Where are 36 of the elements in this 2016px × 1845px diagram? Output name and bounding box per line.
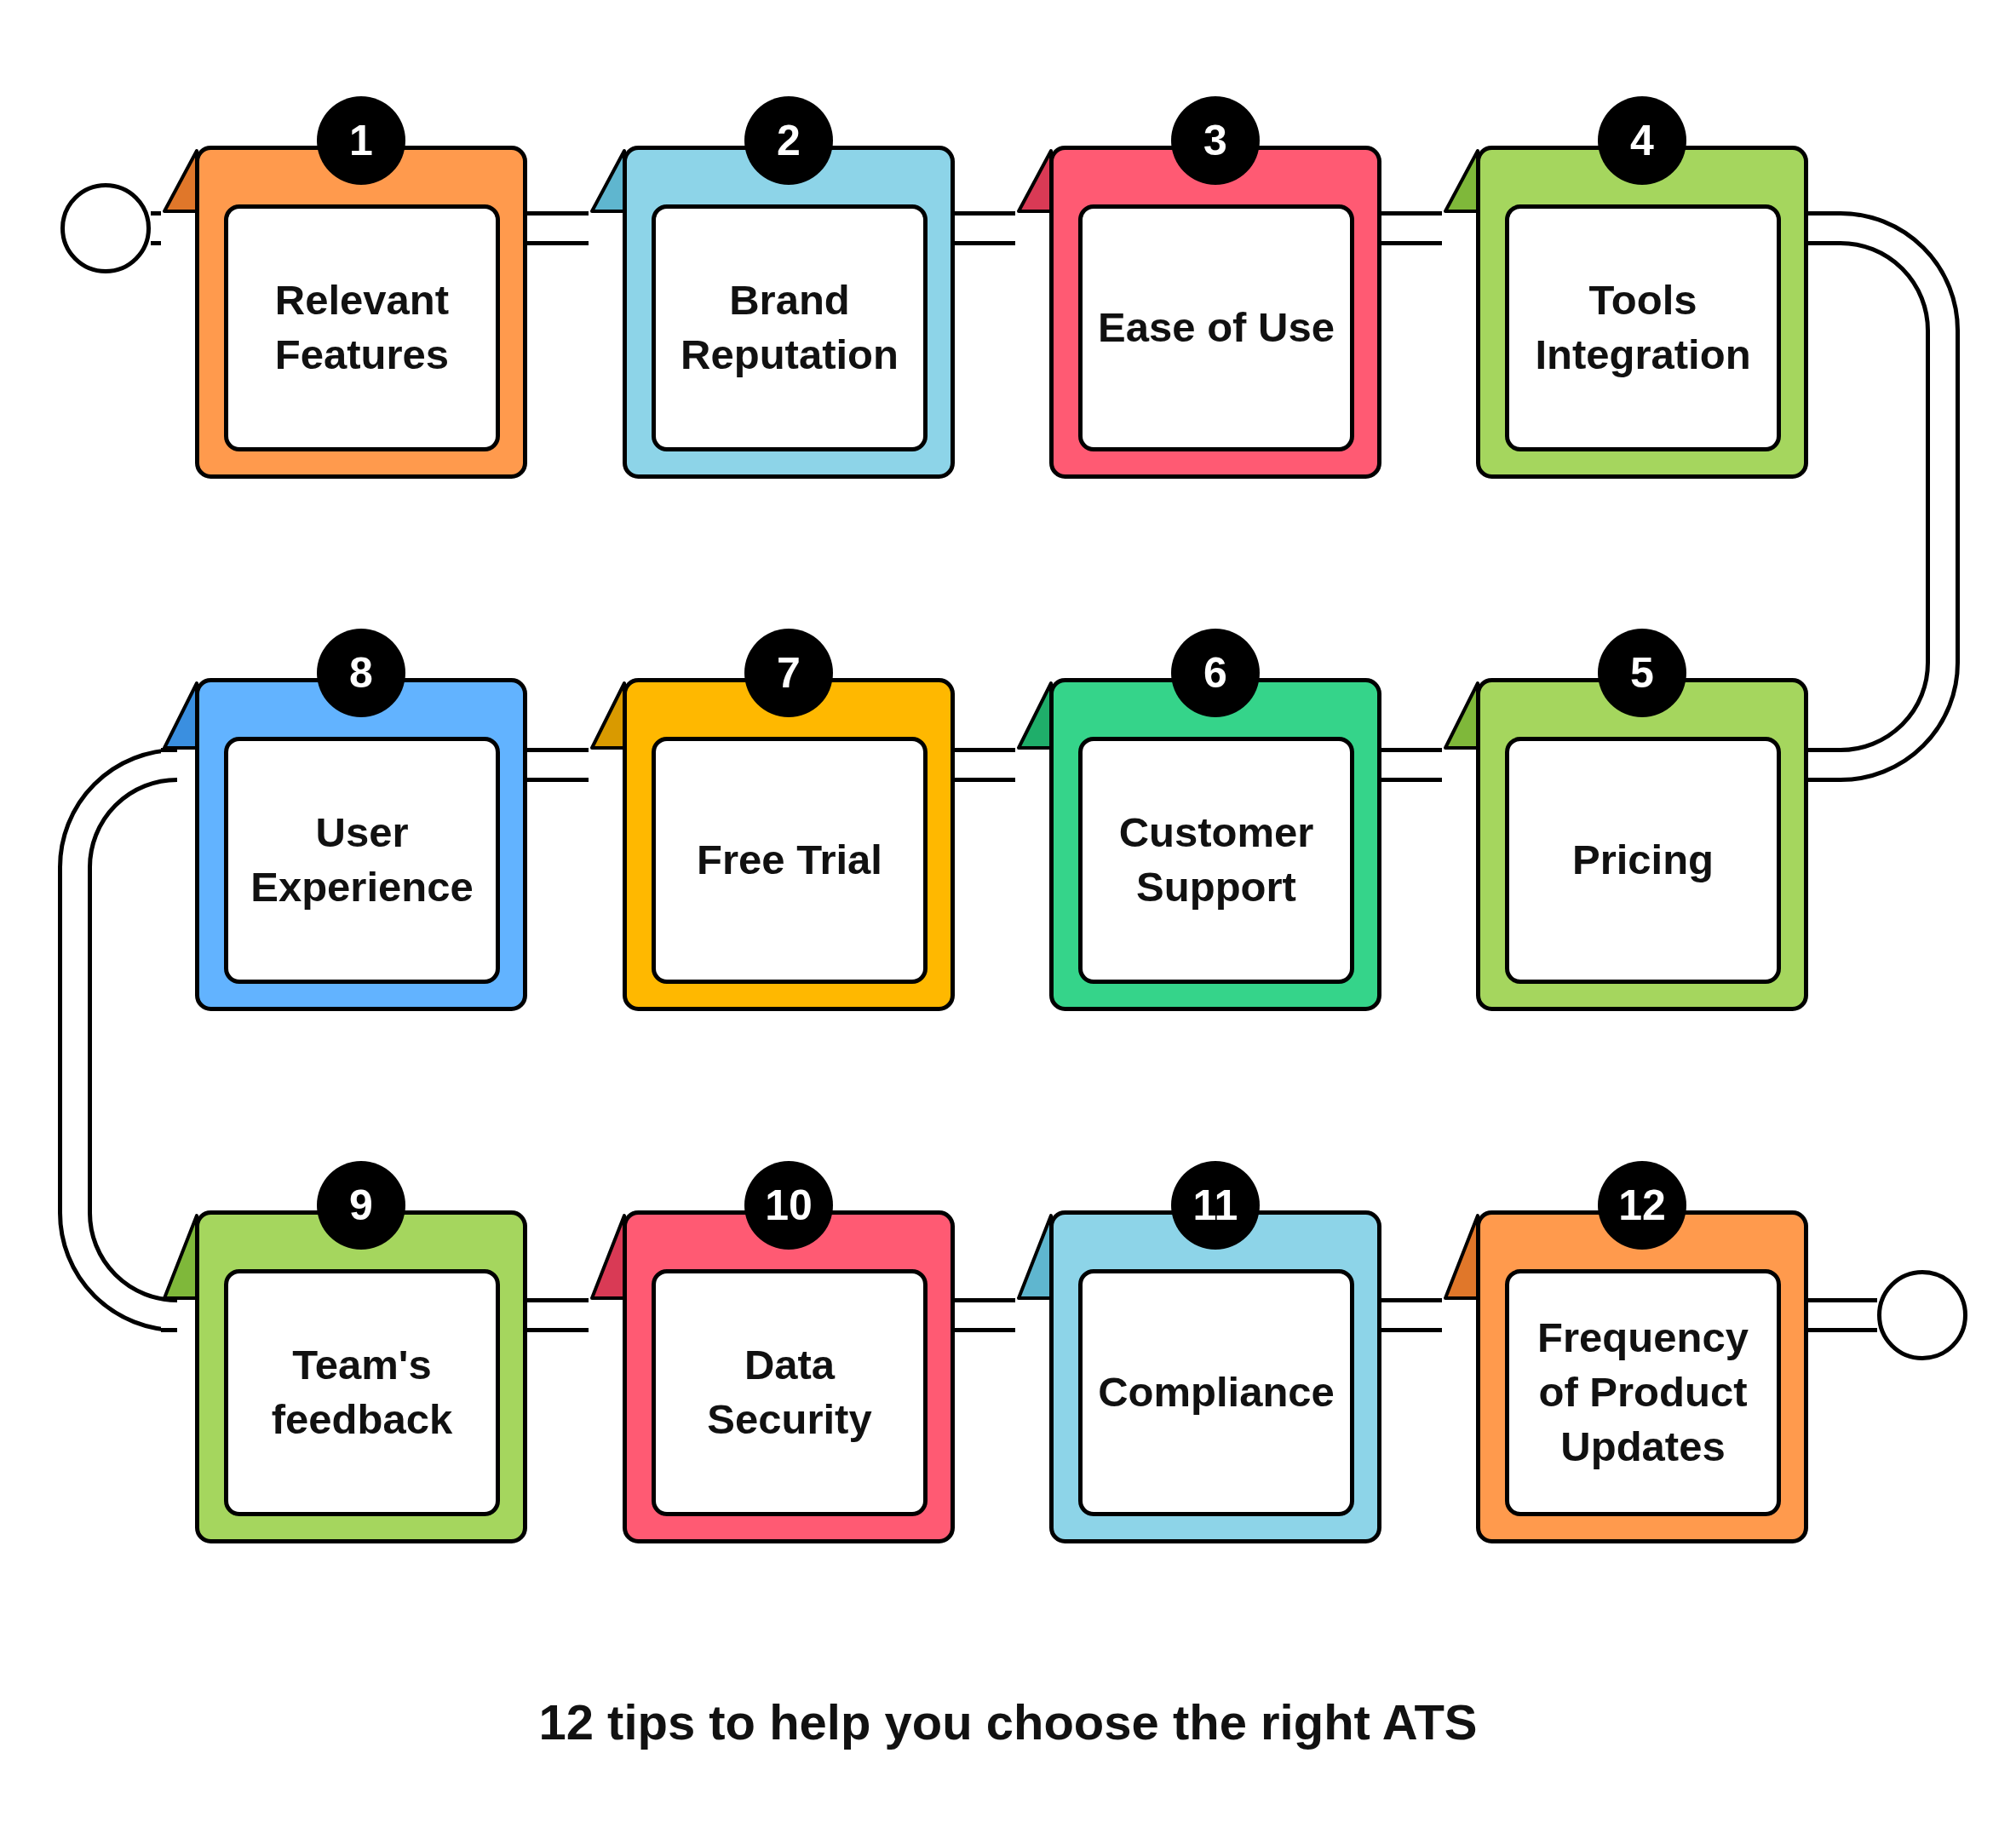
step-number-badge: 6 [1171, 629, 1260, 717]
track-connector [1808, 1298, 1877, 1332]
step-label: Team's feedback [224, 1269, 500, 1516]
track-connector [527, 748, 589, 782]
track-connector [1381, 748, 1442, 782]
step-number-badge: 10 [744, 1161, 833, 1250]
track-connector [955, 1298, 1015, 1332]
step-label: Brand Reputation [652, 204, 928, 451]
track-connector [1381, 1298, 1442, 1332]
track-connector [955, 748, 1015, 782]
track-connector [527, 1298, 589, 1332]
track-connector [1808, 211, 1960, 782]
step-number-badge: 3 [1171, 96, 1260, 185]
step-label: Tools Integration [1505, 204, 1781, 451]
step-label: Data Security [652, 1269, 928, 1516]
step-label: Frequency of Product Updates [1505, 1269, 1781, 1516]
step-number-badge: 9 [317, 1161, 405, 1250]
step-label: Ease of Use [1078, 204, 1354, 451]
track-connector [955, 211, 1015, 245]
step-label: Pricing [1505, 737, 1781, 984]
step-label: Relevant Features [224, 204, 500, 451]
track-connector [1381, 211, 1442, 245]
step-label: Free Trial [652, 737, 928, 984]
step-number-badge: 12 [1598, 1161, 1686, 1250]
step-number-badge: 11 [1171, 1161, 1260, 1250]
step-number-badge: 1 [317, 96, 405, 185]
step-label: Customer Support [1078, 737, 1354, 984]
step-label: User Experience [224, 737, 500, 984]
step-number-badge: 5 [1598, 629, 1686, 717]
caption: 12 tips to help you choose the right ATS [538, 1693, 1478, 1750]
step-number-badge: 4 [1598, 96, 1686, 185]
step-number-badge: 7 [744, 629, 833, 717]
step-label: Compliance [1078, 1269, 1354, 1516]
track-connector [527, 211, 589, 245]
step-number-badge: 2 [744, 96, 833, 185]
step-number-badge: 8 [317, 629, 405, 717]
